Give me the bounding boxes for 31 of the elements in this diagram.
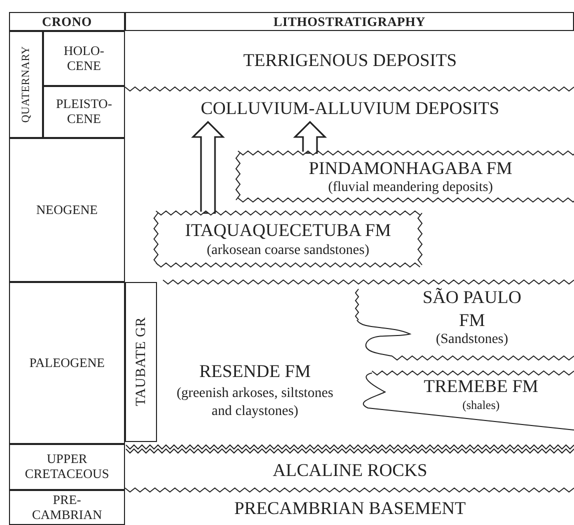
period-cell: PALEOGENE [9,282,125,444]
period-cell: UPPER CRETACEOUS [9,444,125,490]
formation-name: RESENDE FM [199,360,311,383]
lithology-note: (Sandstones) [436,331,508,348]
vertical-label: QUATERNARY [18,46,33,123]
arrow [191,120,225,214]
formation-box [156,213,420,265]
lithology-note: (shales) [462,398,500,412]
formation-area [354,289,574,361]
formation-name: TREMEBE FM [424,375,538,398]
formation-name: PINDAMONHAGABA FM [308,156,512,179]
formation-box [238,153,574,200]
period-cell: PLEISTO- CENE [43,86,125,138]
formation-name: COLLUVIUM-ALLUVIUM DEPOSITS [200,96,500,120]
formation-name: TERRIGENOUS DEPOSITS [243,48,457,72]
formation-name: ITAQUAQUECETUBA FM [184,219,392,242]
vertical-label: TAUBATE GR [132,317,150,407]
header-cell: LITHOSTRATIGRAPHY [125,12,574,31]
period-cell: PRE- CAMBRIAN [9,490,125,525]
arrow [293,120,327,154]
lithology-note: (arkosean coarse sandstones) [206,242,370,259]
lithology-note: (greenish arkoses, siltstones and claystones) [176,385,334,420]
period-cell: NEOGENE [9,138,125,282]
header-cell: CRONO [9,12,125,31]
period-cell: HOLO- CENE [43,31,125,86]
period-cell [125,282,157,442]
formation-name: ALCALINE ROCKS [272,458,428,482]
formation-name: SÃO PAULO FM [422,286,522,331]
formation-name: PRECAMBRIAN BASEMENT [234,496,466,520]
lithology-note: (fluvial meandering deposits) [328,179,493,196]
period-cell [9,31,43,138]
